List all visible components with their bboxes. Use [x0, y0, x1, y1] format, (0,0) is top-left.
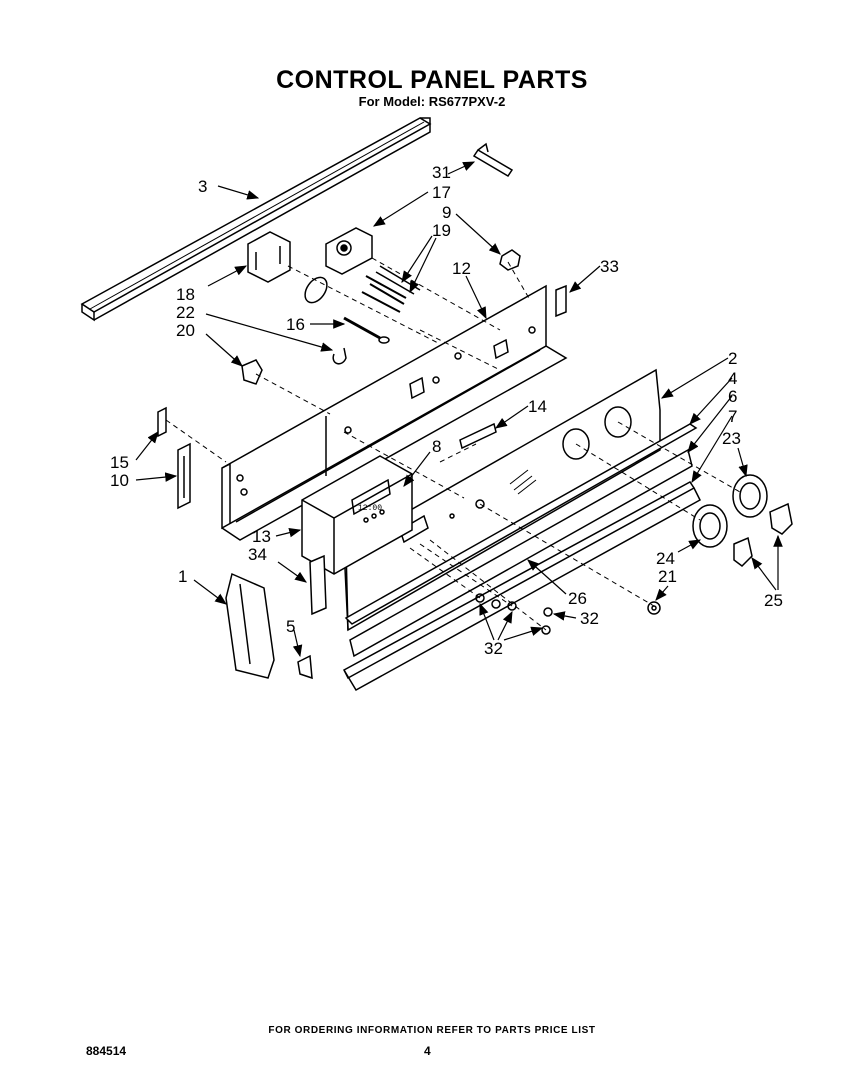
callout-8: 8 — [432, 437, 441, 456]
part-31-bracket — [472, 142, 514, 178]
part-1-end-cap — [225, 572, 275, 679]
callout-33: 33 — [600, 257, 619, 276]
callout-4: 4 — [728, 369, 737, 388]
callout-32-bottom: 32 — [484, 639, 503, 658]
part-22-clip — [332, 347, 347, 365]
leader-arrows — [135, 161, 783, 658]
callout-12: 12 — [452, 259, 471, 278]
callout-25: 25 — [764, 591, 783, 610]
part-17-clock-switch — [325, 227, 373, 275]
model-subtitle: For Model: RS677PXV-2 — [358, 94, 506, 109]
part-25-inserts — [733, 502, 793, 567]
part-34-bracket — [309, 554, 327, 616]
document-number: 884514 — [86, 1044, 127, 1058]
callout-10: 10 — [110, 471, 129, 490]
page-title: CONTROL PANEL PARTS — [276, 66, 588, 94]
callout-19: 19 — [432, 221, 451, 240]
callout-6: 6 — [728, 387, 737, 406]
part-23-knob — [732, 474, 768, 518]
callout-5: 5 — [286, 617, 295, 636]
part-15-clip — [157, 406, 167, 438]
part-20-connector — [241, 359, 263, 385]
callout-31: 31 — [432, 163, 451, 182]
part-19-wires — [304, 265, 421, 313]
part-24-knob — [692, 504, 728, 548]
ordering-note: FOR ORDERING INFORMATION REFER TO PARTS … — [268, 1025, 596, 1036]
callout-18: 18 — [176, 285, 195, 304]
part-16-probe — [343, 316, 390, 344]
assembly-lines — [165, 257, 741, 631]
callout-23: 23 — [722, 429, 741, 448]
callout-22: 22 — [176, 303, 195, 322]
callout-20: 20 — [176, 321, 195, 340]
callout-7: 7 — [728, 407, 737, 426]
part-9-clip — [499, 249, 521, 271]
callout-24: 24 — [656, 549, 675, 568]
callout-32-right: 32 — [580, 609, 599, 628]
callout-13: 13 — [252, 527, 271, 546]
callout-34: 34 — [248, 545, 267, 564]
callout-16: 16 — [286, 315, 305, 334]
part-12-mounting-panel — [221, 284, 568, 541]
display-readout: 12:00 — [358, 504, 382, 513]
part-10-bracket — [177, 442, 191, 510]
page-number: 4 — [424, 1044, 431, 1058]
part-13-electronic-control: 12:00 — [301, 455, 413, 575]
callout-15: 15 — [110, 453, 129, 472]
callout-26: 26 — [568, 589, 587, 608]
callout-21: 21 — [658, 567, 677, 586]
callout-9: 9 — [442, 203, 451, 222]
callout-labels: 3 31 17 9 19 12 33 18 22 20 16 2 4 6 7 2… — [110, 163, 783, 658]
part-4-trim — [344, 423, 698, 625]
part-33-bracket — [555, 284, 567, 318]
callout-2: 2 — [728, 349, 737, 368]
callout-3: 3 — [198, 177, 207, 196]
callout-17: 17 — [432, 183, 451, 202]
part-18-transformer — [247, 231, 291, 283]
part-14-bracket — [459, 422, 497, 450]
callout-14: 14 — [528, 397, 547, 416]
part-7-trim — [343, 481, 701, 692]
part-21-nut — [647, 601, 661, 615]
part-6-trim — [349, 448, 693, 658]
part-3-top-trim — [80, 117, 432, 322]
part-2-control-panel — [343, 368, 661, 632]
part-5-cap — [297, 654, 313, 680]
callout-1: 1 — [178, 567, 187, 586]
